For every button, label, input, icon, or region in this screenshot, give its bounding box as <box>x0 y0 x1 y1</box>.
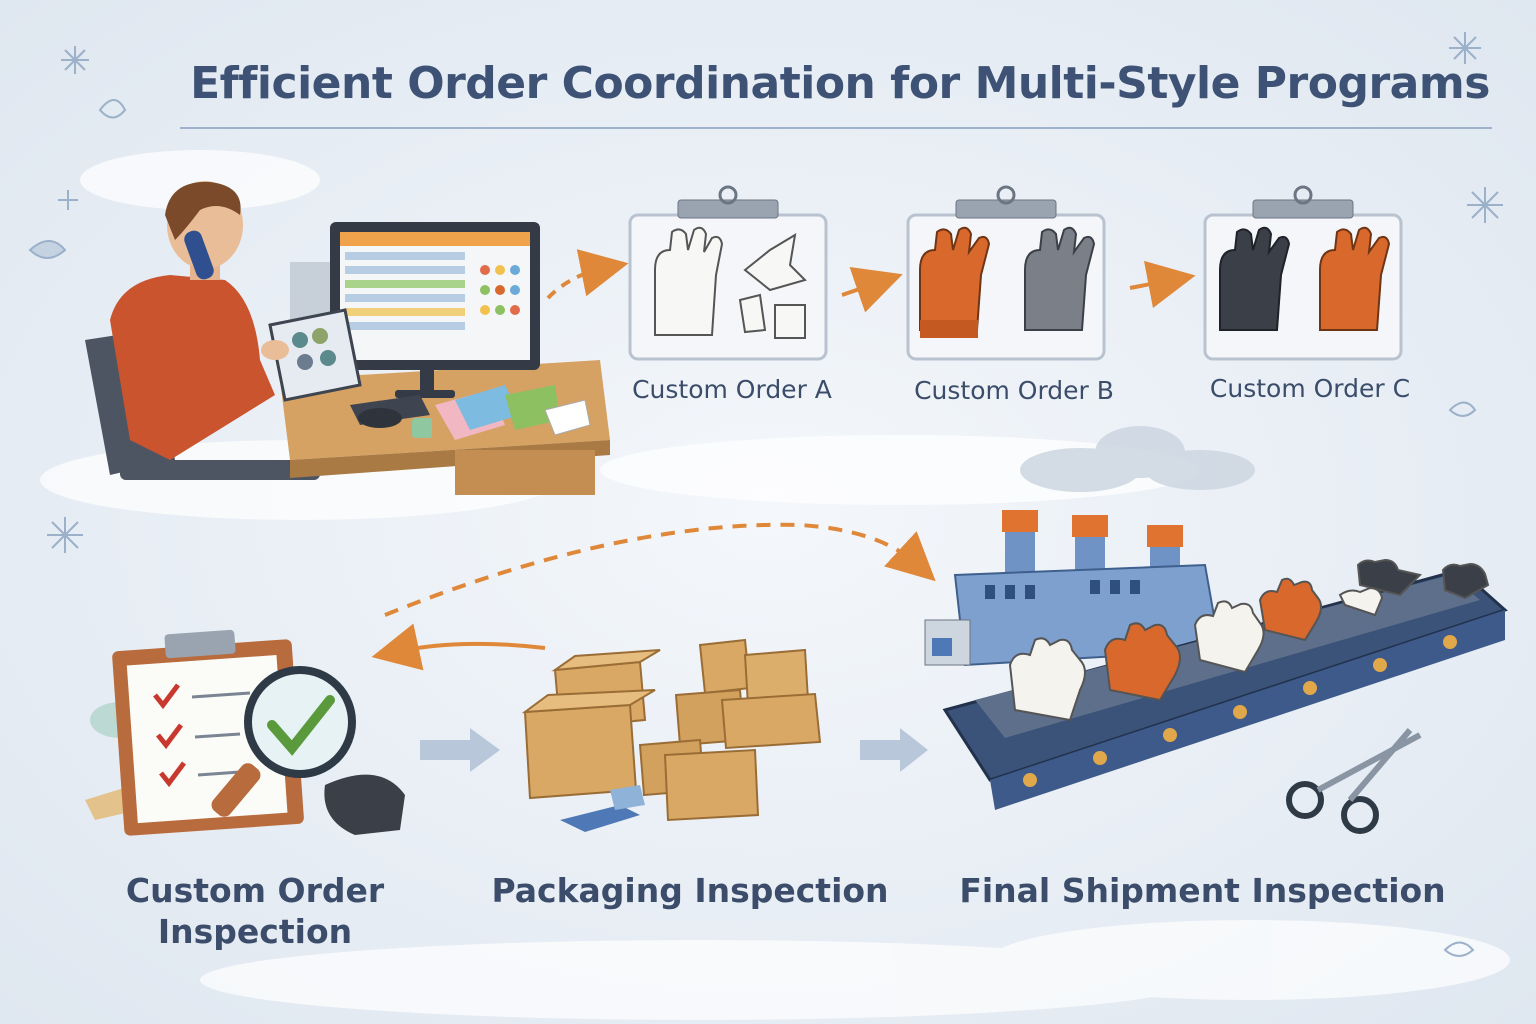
order-label-c: Custom Order C <box>1209 374 1411 403</box>
snowflake-icon <box>47 32 1503 553</box>
step-label-packaging-inspection: Packaging Inspection <box>491 871 889 910</box>
glove-icon <box>1008 558 1490 722</box>
order-card-c <box>1203 185 1403 361</box>
factory-conveyor-illustration <box>924 510 1508 834</box>
step-label-final-shipment-inspection: Final Shipment Inspection <box>959 871 1446 910</box>
coordinator-at-desk-illustration <box>85 181 610 495</box>
cloud-icon <box>1020 426 1255 492</box>
order-label-a: Custom Order A <box>632 375 832 404</box>
magnifier-icon <box>211 666 356 817</box>
leaf-icon <box>28 99 1477 957</box>
packaging-boxes-illustration <box>521 638 822 832</box>
flow-arrows-top <box>546 249 1196 313</box>
inspection-checklist-illustration <box>85 629 405 836</box>
scissors-icon <box>1286 728 1422 834</box>
checkmark-icon <box>153 683 186 788</box>
order-card-a <box>628 185 828 361</box>
flow-arrows-bottom <box>420 728 928 772</box>
step-label-custom-order-inspection: Custom Order Inspection <box>125 871 385 952</box>
title-divider <box>180 127 1492 129</box>
flow-arrows-middle <box>371 522 936 671</box>
page-title: Efficient Order Coordination for Multi-S… <box>190 58 1490 109</box>
order-label-b: Custom Order B <box>914 376 1114 405</box>
order-card-b <box>906 185 1106 361</box>
